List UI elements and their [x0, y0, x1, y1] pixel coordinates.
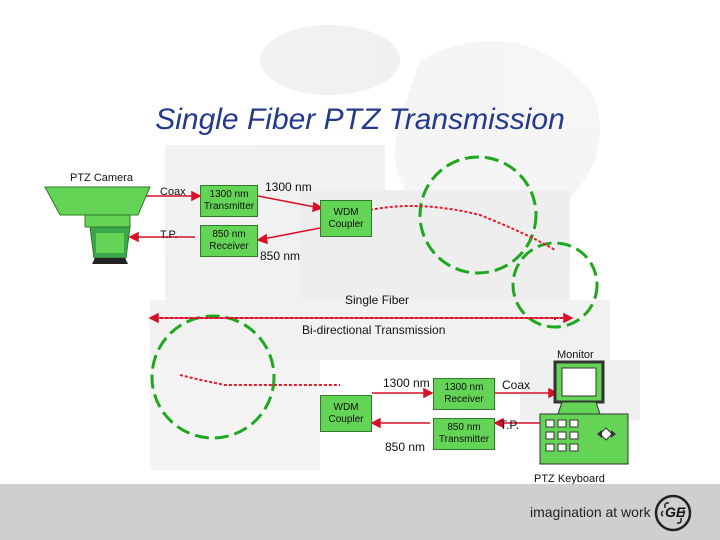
wdm-bottom-line1: WDM — [333, 402, 359, 413]
wdm-bottom-line2: Coupler — [328, 414, 364, 425]
ptz-keyboard-label: PTZ Keyboard — [534, 473, 605, 485]
monitor-icon — [553, 360, 605, 415]
tp-label-top: T.P. — [160, 229, 178, 241]
footer-tagline: imagination at work — [530, 504, 651, 520]
fiber-ring-upper — [418, 155, 538, 275]
arrow-lines — [128, 190, 574, 429]
wdm-top-line1: WDM — [333, 207, 359, 218]
ptz-keyboard-icon — [539, 413, 629, 465]
single-fiber-label: Single Fiber — [345, 293, 410, 307]
transmitter-1300-box: 1300 nm Transmitter — [200, 185, 258, 217]
receiver-1300-box: 1300 nm Receiver — [433, 378, 495, 410]
receiver-1300-line2: Receiver — [444, 394, 484, 405]
page-title: Single Fiber PTZ Transmission — [155, 103, 565, 136]
receiver-850-box: 850 nm Receiver — [200, 225, 258, 257]
coax-label-bottom: Coax — [502, 378, 531, 392]
bidirectional-label: Bi-directional Transmission — [302, 323, 446, 337]
background-equipment — [150, 25, 640, 470]
receiver-850-line1: 850 nm — [212, 229, 246, 240]
fiber-ring-left — [150, 314, 276, 440]
ptz-camera-icon — [44, 186, 151, 264]
wdm-coupler-bottom-box: WDM Coupler — [320, 395, 372, 432]
wavelength-850-top: 850 nm — [260, 249, 301, 263]
ge-logo-text: GE — [665, 504, 686, 520]
monitor-label: Monitor — [557, 349, 594, 361]
wavelength-1300-top: 1300 nm — [265, 180, 312, 194]
wavelength-850-bottom: 850 nm — [385, 440, 426, 454]
transmitter-1300-line2: Transmitter — [203, 201, 255, 212]
transmitter-850-line2: Transmitter — [438, 434, 490, 445]
coax-label-top: Coax — [160, 186, 186, 198]
receiver-1300-line1: 1300 nm — [444, 382, 484, 393]
fiber-ring-right — [511, 241, 599, 329]
wavelength-1300-bottom: 1300 nm — [383, 376, 430, 390]
transmitter-850-line1: 850 nm — [447, 422, 481, 433]
wdm-coupler-top-box: WDM Coupler — [320, 200, 372, 237]
wdm-top-line2: Coupler — [328, 219, 364, 230]
footer-bar — [0, 484, 720, 540]
receiver-850-line2: Receiver — [209, 241, 249, 252]
ptz-camera-label: PTZ Camera — [70, 172, 133, 184]
tp-label-bottom: T.P. — [500, 418, 520, 432]
transmitter-1300-line1: 1300 nm — [209, 189, 249, 200]
ge-logo-icon — [654, 494, 692, 532]
transmitter-850-box: 850 nm Transmitter — [433, 418, 495, 450]
